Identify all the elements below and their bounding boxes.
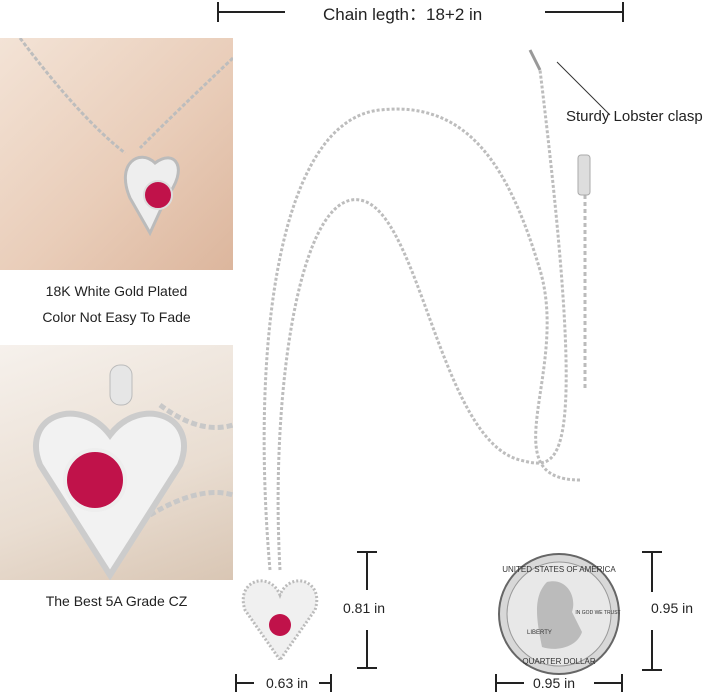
caption-cz-grade: The Best 5A Grade CZ: [45, 593, 188, 609]
clasp-callout-line: [556, 61, 611, 116]
chain-length-label: Chain legth：18+2 in: [323, 5, 483, 24]
chain-length-dimension-line: [217, 2, 624, 22]
pendant-height-bracket: [357, 551, 377, 669]
clasp-label: Sturdy Lobster clasp: [566, 108, 703, 125]
necklace-illustration: [241, 49, 591, 660]
pendant-width-label: 0.63 in: [266, 675, 309, 691]
quarter-coin: UNITED STATES OF AMERICA LIBERTY IN GOD …: [498, 553, 621, 675]
caption-fade: Color Not Easy To Fade: [42, 309, 191, 325]
coin-lettering-motto: IN GOD WE TRUST: [575, 610, 620, 616]
coin-lettering-country: UNITED STATES OF AMERICA: [502, 565, 616, 574]
coin-width-bracket: [495, 674, 623, 692]
coin-height-bracket: [642, 551, 662, 671]
pendant-height-label: 0.81 in: [343, 600, 386, 616]
photo-white-gold-pendant: [0, 38, 233, 270]
photo-cz-closeup: [0, 345, 233, 580]
coin-lettering-denomination: QUARTER DOLLAR: [522, 657, 595, 666]
coin-height-label: 0.95 in: [651, 600, 694, 616]
caption-plating: 18K White Gold Plated: [45, 283, 188, 299]
coin-lettering-liberty: LIBERTY: [527, 630, 552, 636]
coin-width-label: 0.95 in: [533, 675, 576, 691]
pendant-width-bracket: [235, 674, 332, 692]
